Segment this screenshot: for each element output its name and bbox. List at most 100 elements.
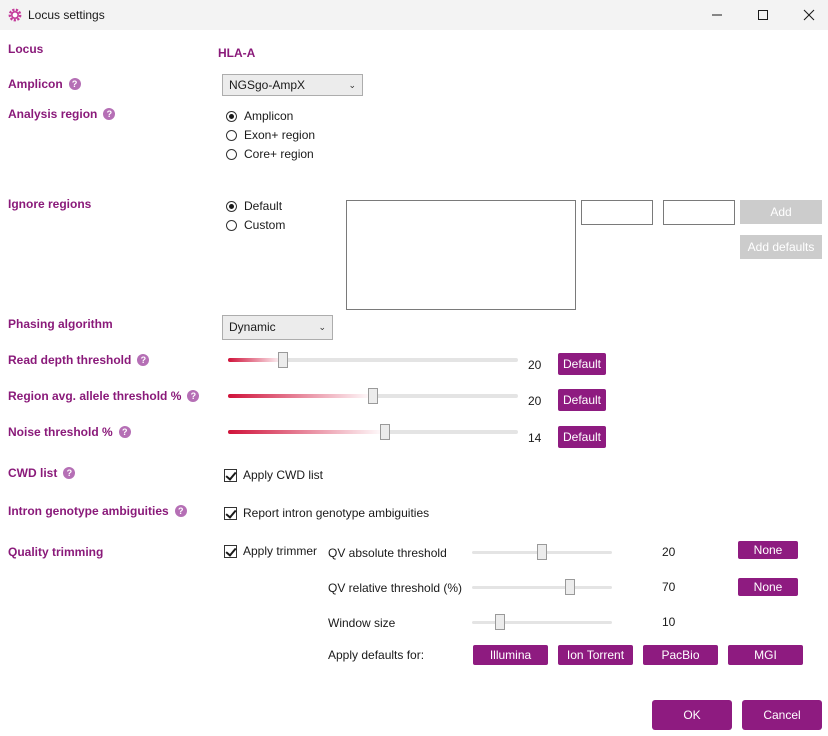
window-size-slider[interactable] (472, 614, 612, 630)
chevron-down-icon: ⌄ (318, 322, 326, 332)
add-defaults-button[interactable]: Add defaults (740, 235, 822, 259)
maximize-icon (758, 10, 768, 20)
region-avg-value: 20 (528, 394, 542, 408)
report-intron-ambiguities-checkbox[interactable]: Report intron genotype ambiguities (224, 506, 429, 520)
intron-genotype-ambiguities-label: Intron genotype ambiguities ? (8, 504, 187, 518)
help-icon[interactable]: ? (118, 426, 131, 438)
phasing-algorithm-select[interactable]: Dynamic ⌄ (222, 315, 333, 340)
radio-indicator[interactable] (226, 200, 237, 212)
slider-thumb[interactable] (565, 579, 575, 595)
ignore-regions-label-text: Ignore regions (8, 197, 92, 211)
region-avg-allele-threshold-label-text: Region avg. allele threshold % (8, 389, 182, 403)
window-title: Locus settings (28, 8, 105, 22)
help-icon[interactable]: ? (187, 390, 200, 402)
region-avg-default-button[interactable]: Default (558, 389, 606, 411)
qv-absolute-none-button[interactable]: None (738, 541, 798, 559)
ignore-regions-label: Ignore regions (8, 197, 91, 211)
radio-indicator[interactable] (226, 129, 237, 141)
slider-thumb[interactable] (368, 388, 378, 404)
minimize-button[interactable] (694, 0, 740, 30)
apply-cwd-list-checkbox[interactable]: Apply CWD list (224, 468, 323, 482)
locus-label: Locus (8, 42, 43, 56)
radio-core-region[interactable]: Core+ region (226, 147, 314, 161)
preset-mgi-button[interactable]: MGI (728, 645, 803, 665)
cancel-button[interactable]: Cancel (742, 700, 822, 730)
help-icon[interactable]: ? (63, 467, 76, 479)
radio-indicator[interactable] (226, 148, 237, 160)
read-depth-slider[interactable] (228, 352, 518, 368)
checkbox-indicator[interactable] (224, 544, 237, 558)
qv-relative-none-button[interactable]: None (738, 578, 798, 596)
region-avg-allele-slider[interactable] (228, 388, 518, 404)
slider-fill (228, 394, 373, 398)
radio-indicator[interactable] (226, 219, 237, 231)
amplicon-label-text: Amplicon (8, 77, 63, 91)
locus-label-text: Locus (8, 42, 44, 56)
checkbox-indicator[interactable] (224, 506, 237, 520)
radio-label: Amplicon (244, 109, 294, 123)
gear-icon (8, 8, 22, 22)
radio-default[interactable]: Default (226, 199, 282, 213)
apply-trimmer-checkbox[interactable]: Apply trimmer (224, 544, 317, 558)
analysis-region-label-text: Analysis region (8, 107, 98, 121)
slider-thumb[interactable] (495, 614, 505, 630)
read-depth-threshold-label-text: Read depth threshold (8, 353, 132, 367)
close-icon (803, 9, 815, 21)
amplicon-select[interactable]: NGSgo-AmpX ⌄ (222, 74, 363, 96)
quality-trimming-label-text: Quality trimming (8, 545, 104, 559)
qv-relative-slider[interactable] (472, 579, 612, 595)
amplicon-selected-value: NGSgo-AmpX (229, 78, 306, 92)
checkbox-label: Apply CWD list (243, 468, 324, 482)
radio-label: Default (244, 199, 283, 213)
apply-defaults-label: Apply defaults for: (328, 648, 425, 662)
region-start-input[interactable] (581, 200, 653, 225)
radio-amplicon[interactable]: Amplicon (226, 109, 293, 123)
preset-illumina-button[interactable]: Illumina (473, 645, 548, 665)
quality-trimming-label: Quality trimming (8, 545, 103, 559)
slider-fill (228, 358, 283, 362)
analysis-region-label: Analysis region ? (8, 107, 116, 121)
minimize-icon (712, 14, 722, 16)
maximize-button[interactable] (740, 0, 786, 30)
intron-genotype-ambiguities-label-text: Intron genotype ambiguities (8, 504, 169, 518)
noise-threshold-slider[interactable] (228, 424, 518, 440)
title-bar: Locus settings (0, 0, 828, 30)
preset-ion-torrent-button[interactable]: Ion Torrent (558, 645, 633, 665)
help-icon[interactable]: ? (174, 505, 187, 517)
help-icon[interactable]: ? (137, 354, 150, 366)
noise-threshold-label: Noise threshold % ? (8, 425, 131, 439)
locus-value: HLA-A (218, 46, 256, 60)
qv-absolute-value: 20 (662, 545, 676, 559)
slider-thumb[interactable] (537, 544, 547, 560)
ignore-regions-list[interactable] (346, 200, 576, 310)
qv-relative-label: QV relative threshold (%) (328, 581, 463, 595)
cwd-list-label: CWD list ? (8, 466, 76, 480)
preset-pacbio-button[interactable]: PacBio (643, 645, 718, 665)
add-button[interactable]: Add (740, 200, 822, 224)
radio-exon-region[interactable]: Exon+ region (226, 128, 315, 142)
noise-default-button[interactable]: Default (558, 426, 606, 448)
read-depth-default-button[interactable]: Default (558, 353, 606, 375)
qv-absolute-slider[interactable] (472, 544, 612, 560)
chevron-down-icon: ⌄ (348, 80, 356, 90)
help-icon[interactable]: ? (68, 78, 81, 90)
cwd-list-label-text: CWD list (8, 466, 58, 480)
window-size-label: Window size (328, 616, 396, 630)
close-button[interactable] (786, 0, 828, 30)
qv-relative-value: 70 (662, 580, 676, 594)
phasing-selected-value: Dynamic (229, 320, 276, 334)
checkbox-indicator[interactable] (224, 468, 237, 482)
radio-custom[interactable]: Custom (226, 218, 285, 232)
slider-thumb[interactable] (380, 424, 390, 440)
phasing-algorithm-label-text: Phasing algorithm (8, 317, 113, 331)
noise-threshold-label-text: Noise threshold % (8, 425, 113, 439)
slider-fill (228, 430, 385, 434)
help-icon[interactable]: ? (103, 108, 116, 120)
slider-thumb[interactable] (278, 352, 288, 368)
noise-value: 14 (528, 431, 542, 445)
radio-indicator[interactable] (226, 110, 237, 122)
ok-button[interactable]: OK (652, 700, 732, 730)
checkbox-label: Apply trimmer (243, 544, 318, 558)
region-end-input[interactable] (663, 200, 735, 225)
read-depth-threshold-label: Read depth threshold ? (8, 353, 150, 367)
